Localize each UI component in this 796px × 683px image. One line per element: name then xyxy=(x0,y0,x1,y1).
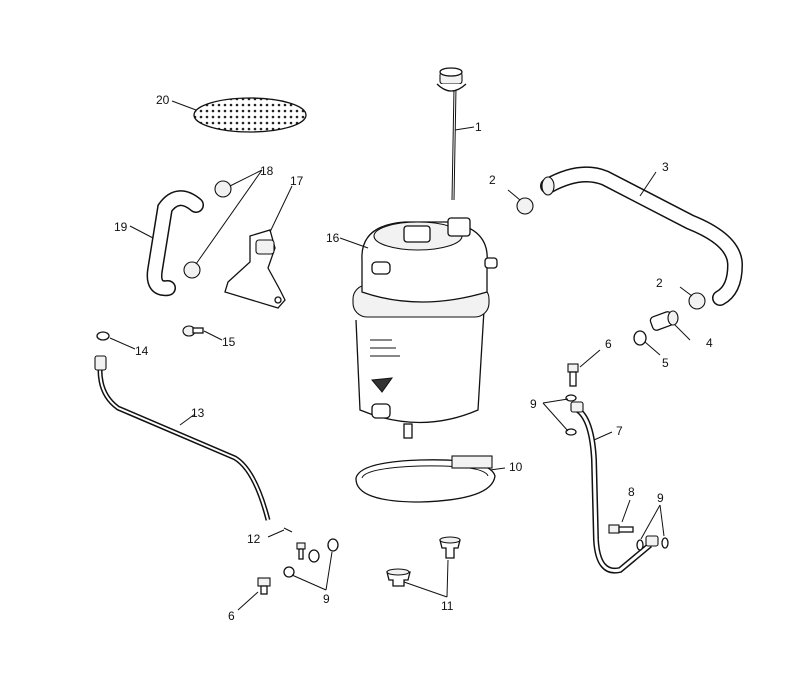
callout-2: 2 xyxy=(489,173,496,187)
hose-clamp-part xyxy=(516,197,706,310)
banjo-bolt-part xyxy=(608,524,634,534)
callout-11: 11 xyxy=(441,599,454,613)
screw-part xyxy=(182,325,204,337)
washer-right-part xyxy=(565,394,669,551)
washer-left-part xyxy=(96,331,110,341)
callout-14: 14 xyxy=(135,344,149,358)
clamp-left-part xyxy=(183,180,232,279)
callout-20: 20 xyxy=(156,93,170,107)
callout-18: 18 xyxy=(260,164,274,178)
bottom-hardware-part xyxy=(283,527,339,578)
fuel-line-part xyxy=(570,401,659,574)
callout-19: 19 xyxy=(114,220,128,234)
callout-5: 5 xyxy=(662,356,669,370)
leader-lines xyxy=(109,100,693,611)
callout-6b: 6 xyxy=(228,609,235,623)
o-ring-part xyxy=(633,330,647,346)
callout-9b: 9 xyxy=(657,491,664,505)
strap-part xyxy=(355,455,496,503)
tank-part xyxy=(352,217,498,439)
bolt-bottom-part xyxy=(257,577,271,595)
bracket-part xyxy=(224,229,286,309)
callout-13: 13 xyxy=(191,406,205,420)
hose-left-part xyxy=(146,190,204,297)
callout-12: 12 xyxy=(247,532,261,546)
callout-6: 6 xyxy=(605,337,612,351)
hose-upper-part xyxy=(540,166,744,306)
callout-labels: 1 2 3 2 4 5 6 9 7 8 9 10 11 12 9 6 13 14… xyxy=(114,93,713,623)
fitting-part xyxy=(649,310,679,331)
callout-1: 1 xyxy=(475,120,482,134)
callout-10: 10 xyxy=(509,460,523,474)
fuel-line-left-part xyxy=(94,355,271,521)
callout-17: 17 xyxy=(290,174,304,188)
callout-2b: 2 xyxy=(656,276,663,290)
callout-16: 16 xyxy=(326,231,340,245)
dipstick-cap-part xyxy=(436,67,467,201)
bolt-right-part xyxy=(567,363,579,387)
callout-4: 4 xyxy=(706,336,713,350)
filter-screen-part xyxy=(193,97,307,133)
callout-3: 3 xyxy=(662,160,669,174)
callout-9c: 9 xyxy=(323,592,330,606)
callout-15: 15 xyxy=(222,335,236,349)
grommet-part xyxy=(386,536,461,587)
callout-9: 9 xyxy=(530,397,537,411)
callout-8: 8 xyxy=(628,485,635,499)
callout-7: 7 xyxy=(616,424,623,438)
